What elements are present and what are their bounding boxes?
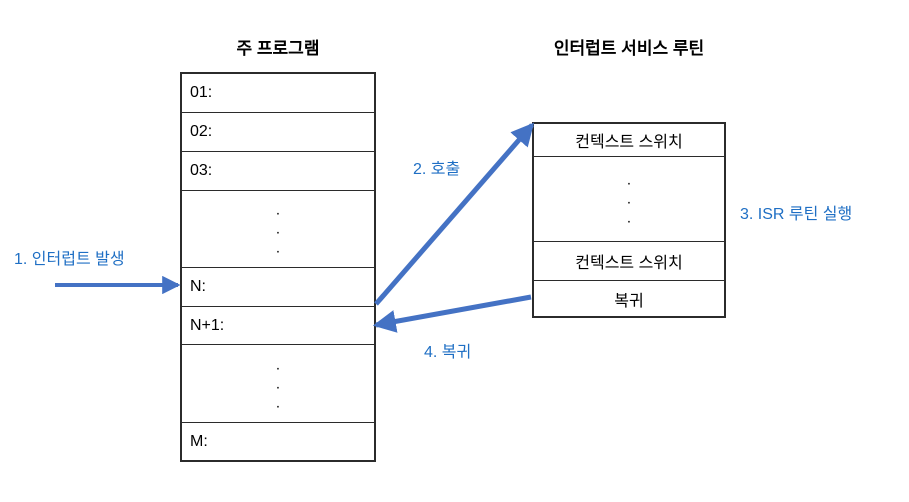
arrow-call bbox=[374, 122, 535, 306]
vertical-ellipsis: ... bbox=[275, 356, 281, 411]
main-program-row: 03: bbox=[182, 152, 374, 191]
main-program-row-label: M: bbox=[190, 432, 208, 450]
main-program-row: N: bbox=[182, 268, 374, 307]
arrow-return bbox=[372, 294, 532, 333]
annotation-isr-execute: 3. ISR 루틴 실행 bbox=[740, 206, 853, 223]
isr-row: 복귀 bbox=[534, 281, 724, 316]
main-program-row: 02: bbox=[182, 113, 374, 152]
annotation-call: 2. 호출 bbox=[413, 161, 461, 178]
isr-row-label: 컨텍스트 스위치 bbox=[575, 255, 683, 272]
main-program-row: M: bbox=[182, 423, 374, 460]
main-program-row-label: N+1: bbox=[190, 316, 225, 334]
main-program-row: ... bbox=[182, 191, 374, 268]
annotation-return: 4. 복귀 bbox=[424, 344, 472, 361]
isr-row-label: 복귀 bbox=[614, 292, 644, 310]
main-program-row-label: N: bbox=[190, 278, 206, 295]
main-program-row: ... bbox=[182, 345, 374, 423]
isr-row-label: 컨텍스트 스위치 bbox=[575, 134, 683, 151]
main-program-title: 주 프로그램 bbox=[236, 39, 320, 58]
main-program-table: 01: 02: 03:... N: N+1:... M: bbox=[180, 72, 376, 462]
isr-row: 컨텍스트 스위치 bbox=[534, 124, 724, 157]
isr-row: 컨텍스트 스위치 bbox=[534, 242, 724, 281]
main-program-row-label: 02: bbox=[190, 123, 213, 140]
main-program-row: N+1: bbox=[182, 307, 374, 345]
vertical-ellipsis: ... bbox=[626, 171, 632, 227]
vertical-ellipsis: ... bbox=[275, 201, 281, 257]
main-program-row-label: 01: bbox=[190, 84, 213, 101]
main-program-row-label: 03: bbox=[190, 162, 213, 179]
annotation-interrupt-occurs: 1. 인터럽트 발생 bbox=[14, 251, 125, 268]
main-program-row: 01: bbox=[182, 74, 374, 113]
isr-title: 인터럽트 서비스 루틴 bbox=[553, 39, 705, 58]
isr-row: ... bbox=[534, 157, 724, 242]
